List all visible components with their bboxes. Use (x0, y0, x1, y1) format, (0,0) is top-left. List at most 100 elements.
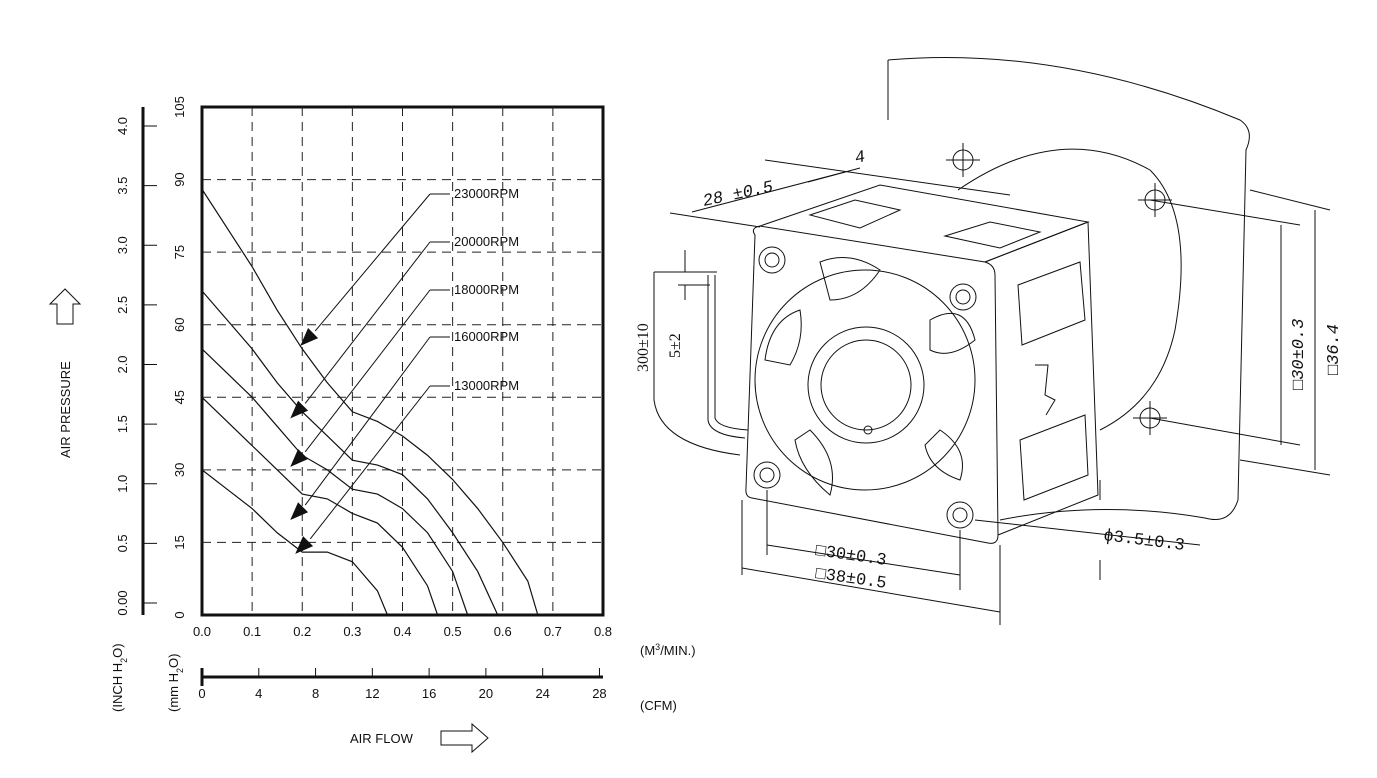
dim-strip: 5±2 (667, 333, 684, 358)
cfm-tick-label: 12 (365, 686, 379, 701)
mm-axis-ticks: 0 15 30 45 60 75 90 105 (172, 96, 187, 618)
grid-lines (202, 107, 603, 615)
m3-tick-label: 0.0 (193, 624, 211, 639)
series-label: 23000RPM (454, 186, 519, 201)
x-unit-secondary: (CFM) (640, 698, 677, 713)
series-label: 20000RPM (454, 234, 519, 249)
mm-tick-label: 15 (172, 535, 187, 549)
m3-tick-label: 0.7 (544, 624, 562, 639)
y-axis-label: AIR PRESSURE (58, 361, 73, 458)
series-leader-line (309, 385, 431, 540)
rear-housing (957, 148, 1182, 431)
series-curve (201, 348, 469, 616)
inch-tick-label: 0.5 (115, 534, 130, 552)
cfm-tick-label: 24 (535, 686, 549, 701)
side-slot (1017, 261, 1086, 346)
mm-tick-label: 90 (172, 172, 187, 186)
m3-tick-label: 0.8 (594, 624, 612, 639)
x-arrow-icon (440, 722, 489, 754)
front-corner-holes (753, 246, 977, 529)
dim-line (974, 519, 1201, 546)
series-leader-arrow (290, 400, 309, 419)
m3-tick-label: 0.2 (293, 624, 311, 639)
dim-line (653, 272, 741, 456)
fan-top-face (759, 184, 1090, 263)
m3-tick-label: 0.4 (393, 624, 411, 639)
dim-line (1249, 189, 1331, 211)
mm-tick-label: 105 (172, 96, 187, 118)
mm-tick-label: 75 (172, 245, 187, 259)
dim-line (1149, 199, 1301, 226)
cfm-tick-label: 4 (255, 686, 262, 701)
side-logo (1035, 364, 1056, 416)
hub-inner (820, 339, 912, 431)
cfm-tick-label: 8 (312, 686, 319, 701)
hub-dot (863, 425, 873, 435)
x-unit-primary: (M3/MIN.) (640, 642, 696, 658)
mm-tick-label: 60 (172, 317, 187, 331)
x-axis-label: AIR FLOW (350, 731, 414, 746)
inch-axis-ticks: 0.000.51.01.52.02.53.03.54.0 (115, 117, 157, 616)
inch-tick-label: 3.5 (115, 177, 130, 195)
top-slot (808, 199, 902, 229)
y-unit-secondary: (INCH H2O) (110, 643, 129, 712)
fan-dimension-drawing (653, 57, 1331, 625)
series-leader-arrow (300, 328, 319, 346)
series-label: 16000RPM (454, 329, 519, 344)
impeller-ring (754, 269, 976, 491)
dim-lip: 4 (853, 148, 867, 169)
dim-line (764, 159, 1011, 196)
mm-tick-label: 30 (172, 463, 187, 477)
fan-side-face (984, 221, 1099, 536)
m3-tick-label: 0.3 (343, 624, 361, 639)
inch-tick-label: 0.00 (115, 590, 130, 615)
hub-outer (807, 326, 925, 444)
plate-holes (946, 143, 1172, 435)
m3-tick-label: 0.5 (444, 624, 462, 639)
pq-chart: 0.000.51.01.52.02.53.03.54.0 01530456075… (48, 96, 696, 754)
series-leader-line (314, 193, 431, 332)
dim-line (807, 167, 861, 183)
cfm-tick-label: 0 (198, 686, 205, 701)
inch-tick-label: 3.0 (115, 236, 130, 254)
dim-line (741, 567, 1001, 613)
dim-lead: 300±10 (635, 323, 652, 372)
series-leader-line (304, 289, 431, 453)
series-curve (201, 469, 389, 616)
cfm-tick-label: 28 (592, 686, 606, 701)
series-leader-arrow (290, 502, 309, 521)
dim-body-side: □36.4 (1325, 324, 1344, 375)
series-curve (201, 188, 539, 616)
dim-length: 28 ±0.5 (701, 178, 775, 211)
inch-tick-label: 1.0 (115, 475, 130, 493)
side-slot (1019, 414, 1089, 501)
series-leader-line (304, 336, 431, 506)
cfm-tick-label: 16 (422, 686, 436, 701)
dim-hole-spacing-side: □30±0.3 (1290, 319, 1309, 390)
lead-wire (714, 275, 749, 431)
series-leader-arrow (290, 448, 309, 467)
m3-tick-label: 0.1 (243, 624, 261, 639)
dim-line (1239, 459, 1331, 476)
fan-blades (764, 257, 976, 496)
m3-axis-ticks: 0.0 0.1 0.2 0.3 0.4 0.5 0.6 0.7 0.8 (193, 624, 612, 639)
m3-tick-label: 0.6 (494, 624, 512, 639)
lead-wire (707, 275, 746, 439)
series-label: 13000RPM (454, 378, 519, 393)
dim-hole-dia: ϕ3.5±0.3 (1102, 527, 1185, 556)
mm-tick-label: 45 (172, 390, 187, 404)
mounting-plate (887, 57, 1250, 521)
inch-tick-label: 2.0 (115, 355, 130, 373)
y-unit-primary: (mm H2O) (166, 654, 185, 712)
y-arrow-icon (48, 288, 82, 325)
inch-tick-label: 4.0 (115, 117, 130, 135)
series-leader-arrow (295, 536, 314, 554)
top-slot (943, 221, 1042, 249)
series-curve (201, 396, 439, 616)
mm-tick-label: 0 (172, 611, 187, 618)
dim-line (766, 544, 961, 576)
inch-tick-label: 1.5 (115, 415, 130, 433)
dim-line (1149, 417, 1301, 446)
